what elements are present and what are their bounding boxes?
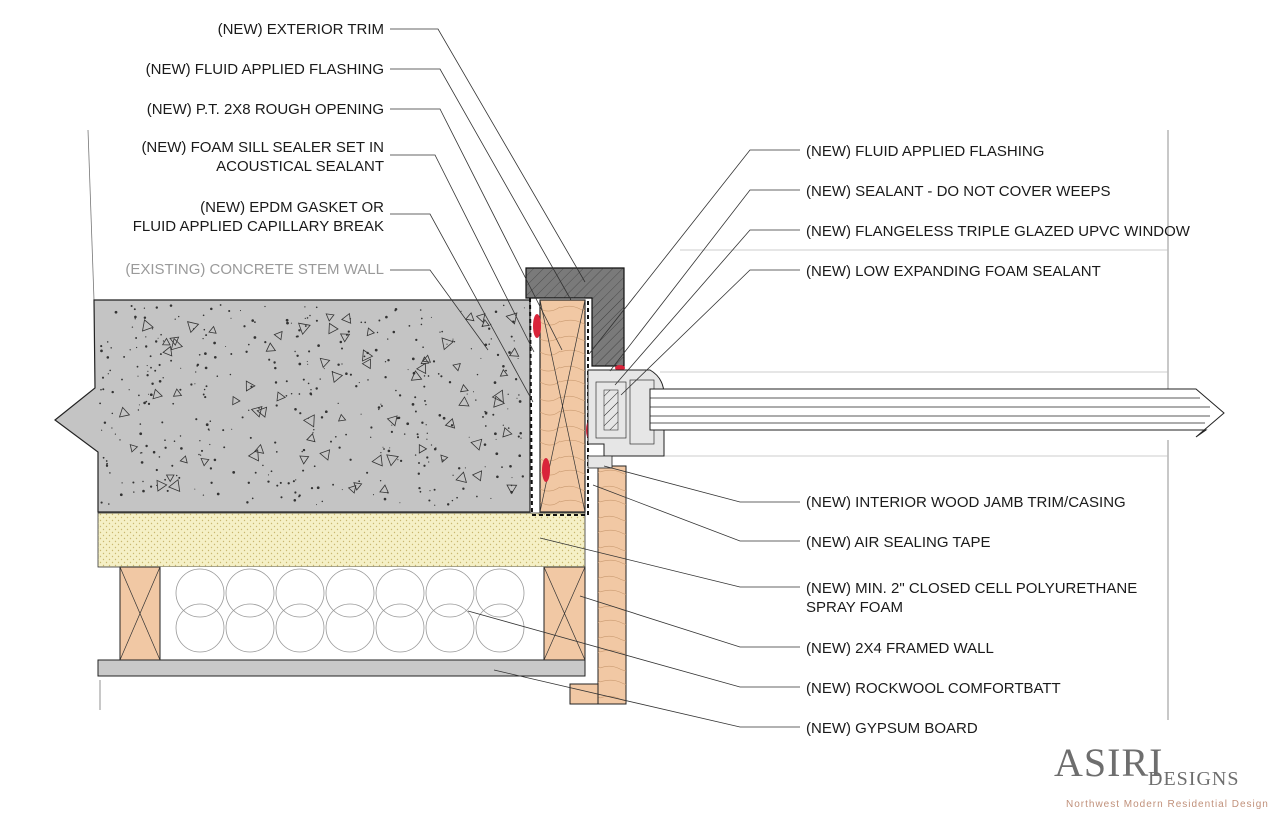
label-foam-sill-sealer-line1: (NEW) FOAM SILL SEALER SET IN [141,139,384,156]
exterior-trim-hatch [592,298,624,366]
label-fluid-flashing-right: (NEW) FLUID APPLIED FLASHING [806,143,1044,160]
label-foam-sill-sealer-line2: ACOUSTICAL SEALANT [216,158,384,175]
label-epdm-gasket-line1: (NEW) EPDM GASKET OR [200,199,384,216]
label-concrete-stem-wall: (EXISTING) CONCRETE STEM WALL [125,261,384,278]
spray-foam-texture [98,513,585,567]
label-foam-sealant: (NEW) LOW EXPANDING FOAM SEALANT [806,263,1101,280]
leader-lines [390,28,800,728]
exterior-trim-hatch-top [526,268,624,298]
asiri-designs-logo: ASIRI DESIGNS Northwest Modern Residenti… [1054,740,1269,810]
label-spray-foam-line1: (NEW) MIN. 2" CLOSED CELL POLYURETHANE [806,580,1137,597]
label-rockwool: (NEW) ROCKWOOL COMFORTBATT [806,680,1061,697]
label-sealant-weeps: (NEW) SEALANT - DO NOT COVER WEEPS [806,183,1110,200]
labels-left: (NEW) EXTERIOR TRIM (NEW) FLUID APPLIED … [125,21,384,278]
label-rough-opening: (NEW) P.T. 2X8 ROUGH OPENING [147,101,384,118]
logo-name: ASIRI [1054,740,1163,785]
label-air-sealing-tape: (NEW) AIR SEALING TAPE [806,534,990,551]
interior-jamb-trim [569,465,627,705]
triple-glazed-upvc-window [587,369,1225,469]
gypsum-board [97,659,586,677]
framed-wall-studs [119,566,586,661]
concrete-stem-wall [54,299,531,513]
label-framed-wall: (NEW) 2X4 FRAMED WALL [806,640,994,657]
elevation-guides [87,129,1169,720]
rockwool-batt [160,567,544,659]
label-gypsum-board: (NEW) GYPSUM BOARD [806,720,978,737]
label-epdm-gasket-line2: FLUID APPLIED CAPILLARY BREAK [133,218,384,235]
label-fluid-flashing-left: (NEW) FLUID APPLIED FLASHING [146,61,384,78]
label-jamb-trim: (NEW) INTERIOR WOOD JAMB TRIM/CASING [806,494,1126,511]
logo-sub: DESIGNS [1148,768,1239,790]
labels-right: (NEW) FLUID APPLIED FLASHING (NEW) SEALA… [806,143,1191,737]
logo-tagline: Northwest Modern Residential Design [1066,799,1269,810]
label-upvc-window: (NEW) FLANGELESS TRIPLE GLAZED UPVC WIND… [806,223,1191,240]
label-exterior-trim: (NEW) EXTERIOR TRIM [218,21,384,38]
label-spray-foam-line2: SPRAY FOAM [806,599,903,616]
